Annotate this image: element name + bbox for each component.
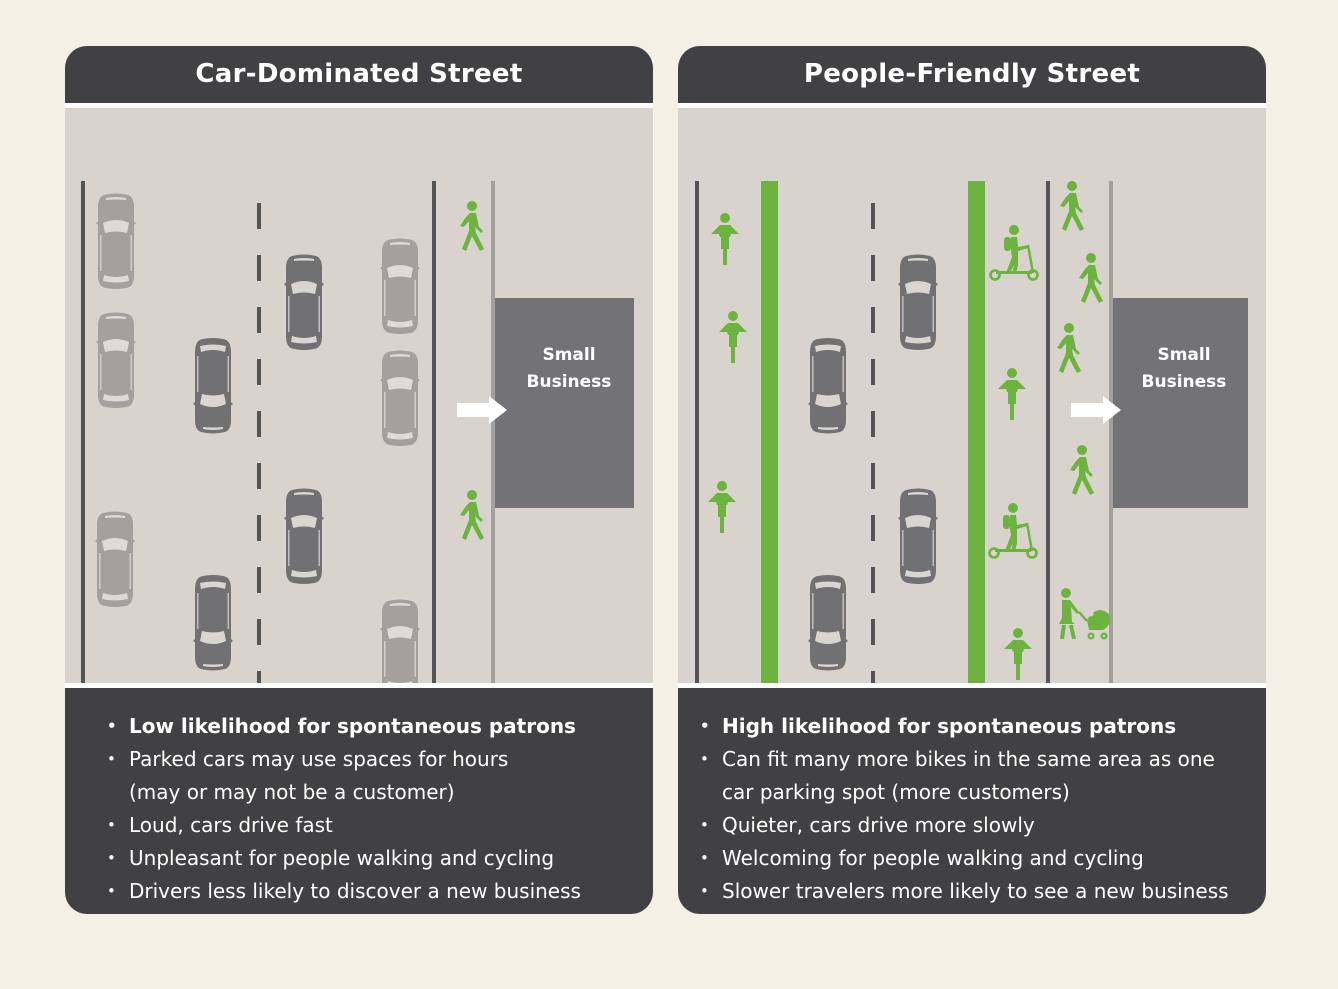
small-business-building xyxy=(495,298,634,508)
business-label: Small Business xyxy=(1141,345,1227,392)
divider xyxy=(65,103,653,108)
pedestrian-icon xyxy=(460,490,484,540)
sidewalk-edge-line xyxy=(491,181,495,683)
bullet-list: Low likelihood for spontaneous patrons P… xyxy=(65,688,653,908)
list-item: Slower travelers more likely to see a ne… xyxy=(700,875,1266,908)
parked-car-icon xyxy=(380,238,420,334)
divider xyxy=(65,683,653,688)
moving-car-icon xyxy=(808,338,848,434)
cyclist-icon xyxy=(708,481,736,533)
list-item: Can fit many more bikes in the same area… xyxy=(700,743,1266,809)
list-item: High likelihood for spontaneous patrons xyxy=(700,710,1266,743)
cyclist-icon xyxy=(719,311,747,363)
list-item: Low likelihood for spontaneous patrons xyxy=(107,710,653,743)
list-item: Loud, cars drive fast xyxy=(107,809,653,842)
scooter-rider-icon xyxy=(989,225,1039,281)
road-edge-line xyxy=(432,181,436,683)
bullet-list-panel: Low likelihood for spontaneous patrons P… xyxy=(65,688,653,914)
list-item: Welcoming for people walking and cycling xyxy=(700,842,1266,875)
cyclist-icon xyxy=(711,213,739,265)
center-dashed-line xyxy=(257,203,261,683)
road-edge-line xyxy=(695,181,699,683)
list-item: Drivers less likely to discover a new bu… xyxy=(107,875,653,908)
pedestrian-icon xyxy=(1060,181,1084,231)
pedestrian-icon xyxy=(1079,253,1103,303)
list-item: Parked cars may use spaces for hours(may… xyxy=(107,743,653,809)
parked-car-icon xyxy=(96,193,136,289)
center-dashed-line xyxy=(871,203,875,683)
panel-title: People-Friendly Street xyxy=(678,46,1266,103)
list-item: Quieter, cars drive more slowly xyxy=(700,809,1266,842)
pedestrian-icon xyxy=(460,201,484,251)
road-edge-line xyxy=(81,181,85,683)
small-business-building xyxy=(1113,298,1248,508)
divider xyxy=(678,103,1266,108)
parked-car-icon xyxy=(380,350,420,446)
moving-car-icon xyxy=(284,254,324,350)
sidewalk-edge-line xyxy=(1109,181,1113,683)
car-dominated-panel: Car-Dominated Street xyxy=(65,46,653,914)
stroller-icon xyxy=(1057,588,1112,641)
list-item: Unpleasant for people walking and cyclin… xyxy=(107,842,653,875)
street-diagram: Small Business xyxy=(678,108,1266,683)
street-diagram: Small Business xyxy=(65,108,653,683)
moving-car-icon xyxy=(808,575,848,671)
cyclist-icon xyxy=(1004,628,1032,680)
bike-lane-buffer xyxy=(761,181,778,683)
moving-car-icon xyxy=(193,338,233,434)
road-edge-line xyxy=(1046,181,1050,683)
panel-title: Car-Dominated Street xyxy=(65,46,653,103)
cyclist-icon xyxy=(998,368,1026,420)
divider xyxy=(678,683,1266,688)
moving-car-icon xyxy=(193,575,233,671)
bullet-list: High likelihood for spontaneous patrons … xyxy=(678,688,1266,908)
scooter-rider-icon xyxy=(988,503,1038,559)
parked-car-icon xyxy=(95,511,135,607)
moving-car-icon xyxy=(284,488,324,584)
moving-car-icon xyxy=(898,254,938,350)
pedestrian-icon xyxy=(1057,323,1081,373)
moving-car-icon xyxy=(898,488,938,584)
business-label: Small Business xyxy=(526,345,612,392)
bullet-list-panel: High likelihood for spontaneous patrons … xyxy=(678,688,1266,914)
parked-car-icon xyxy=(96,312,136,408)
parked-car-icon xyxy=(380,599,420,683)
people-friendly-panel: People-Friendly Street xyxy=(678,46,1266,914)
pedestrian-icon xyxy=(1070,445,1094,495)
bike-lane-buffer xyxy=(968,181,985,683)
